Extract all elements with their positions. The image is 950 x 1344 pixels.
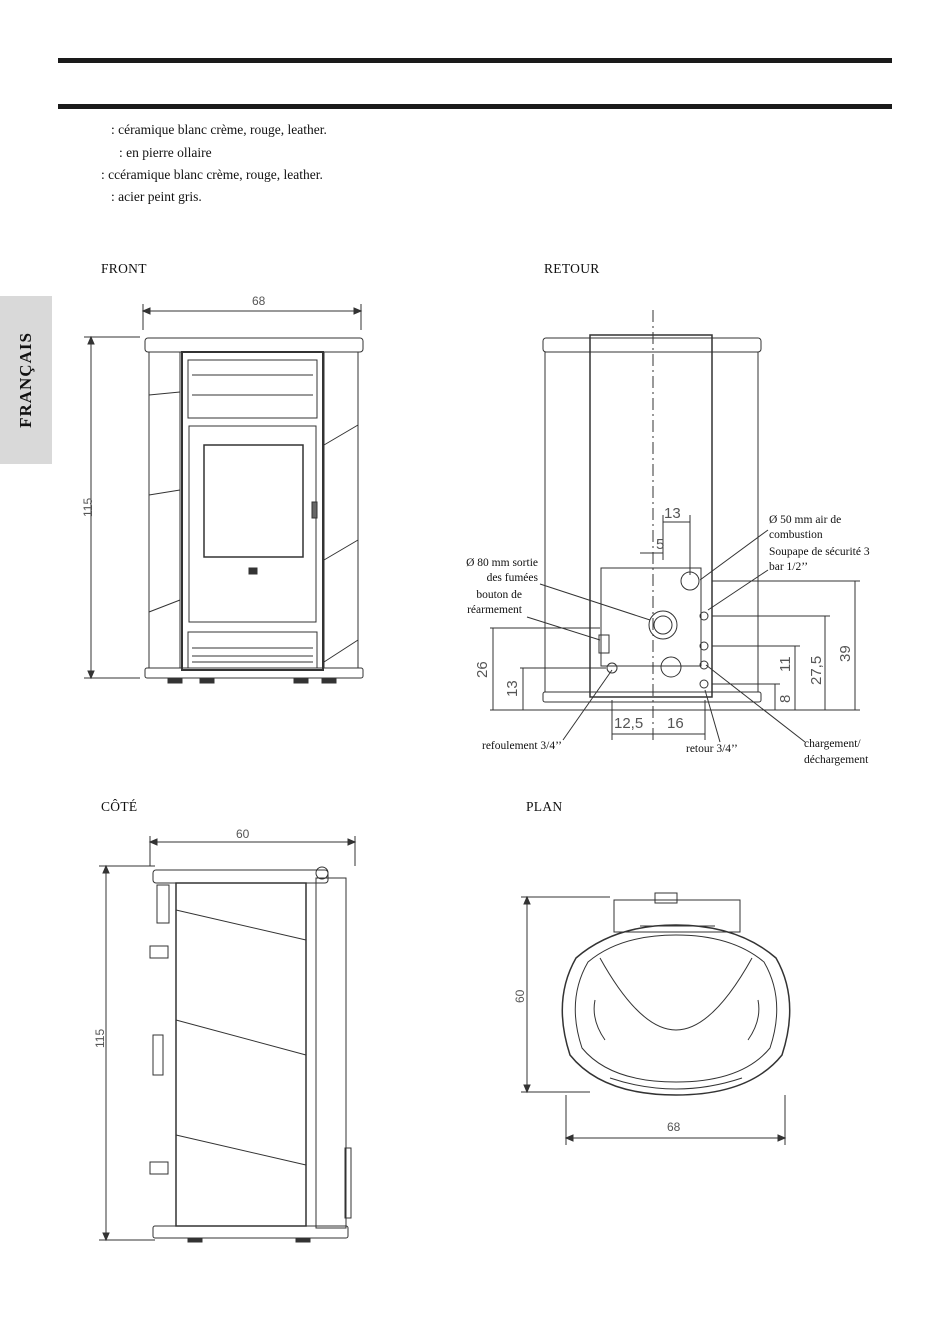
spec-line-3: : ccéramique blanc crème, rouge, leather… (101, 167, 323, 182)
spec-line-2: : en pierre ollaire (119, 145, 212, 160)
retour-dim-11: 11 (777, 656, 794, 672)
front-title: FRONT (101, 261, 147, 276)
valve-label-1: Soupape de sécurité 3 (769, 546, 870, 558)
fumes-label-1: Ø 80 mm sortie (466, 557, 538, 569)
reset-label-2: réarmement (467, 604, 523, 616)
air-label-1: Ø 50 mm air de (769, 514, 841, 526)
spec-line-1: : céramique blanc crème, rouge, leather. (111, 122, 327, 137)
front-height-label: 115 (81, 498, 95, 517)
retour-dim-8: 8 (777, 695, 794, 703)
spec-line-4: : acier peint gris. (111, 189, 202, 204)
retour-dim-16: 16 (667, 715, 684, 732)
second-rule (58, 104, 892, 109)
retour-dim-275: 27,5 (808, 656, 825, 685)
language-tab[interactable]: FRANÇAIS (0, 296, 52, 464)
retour-dim-125: 12,5 (614, 715, 643, 732)
charge-label-1: chargement/ (804, 738, 861, 750)
cote-width-label: 60 (236, 827, 250, 841)
retour-dim-39: 39 (837, 645, 854, 662)
valve-label-2: bar 1/2’’ (769, 561, 808, 573)
retour-dim-13-left: 13 (504, 680, 521, 697)
air-label-2: combustion (769, 529, 823, 541)
retour-dim-26: 26 (474, 661, 491, 678)
plan-title: PLAN (526, 799, 563, 814)
plan-depth-label: 60 (513, 989, 527, 1003)
retour-dim-13-top: 13 (664, 505, 681, 522)
front-width-label: 68 (252, 294, 266, 308)
cote-title: CÔTÉ (101, 799, 138, 814)
reset-label-1: bouton de (476, 589, 522, 601)
fumes-label-2: des fumées (487, 572, 539, 584)
top-rule (58, 58, 892, 63)
charge-label-2: déchargement (804, 754, 869, 766)
cote-height-label: 115 (93, 1029, 107, 1048)
refoulement-label: refoulement 3/4’’ (482, 740, 562, 752)
retour-dim-5: 5 (656, 536, 664, 553)
retour-pipe-label: retour 3/4’’ (686, 743, 738, 755)
retour-title: RETOUR (544, 261, 600, 276)
plan-width-label: 68 (667, 1120, 681, 1134)
